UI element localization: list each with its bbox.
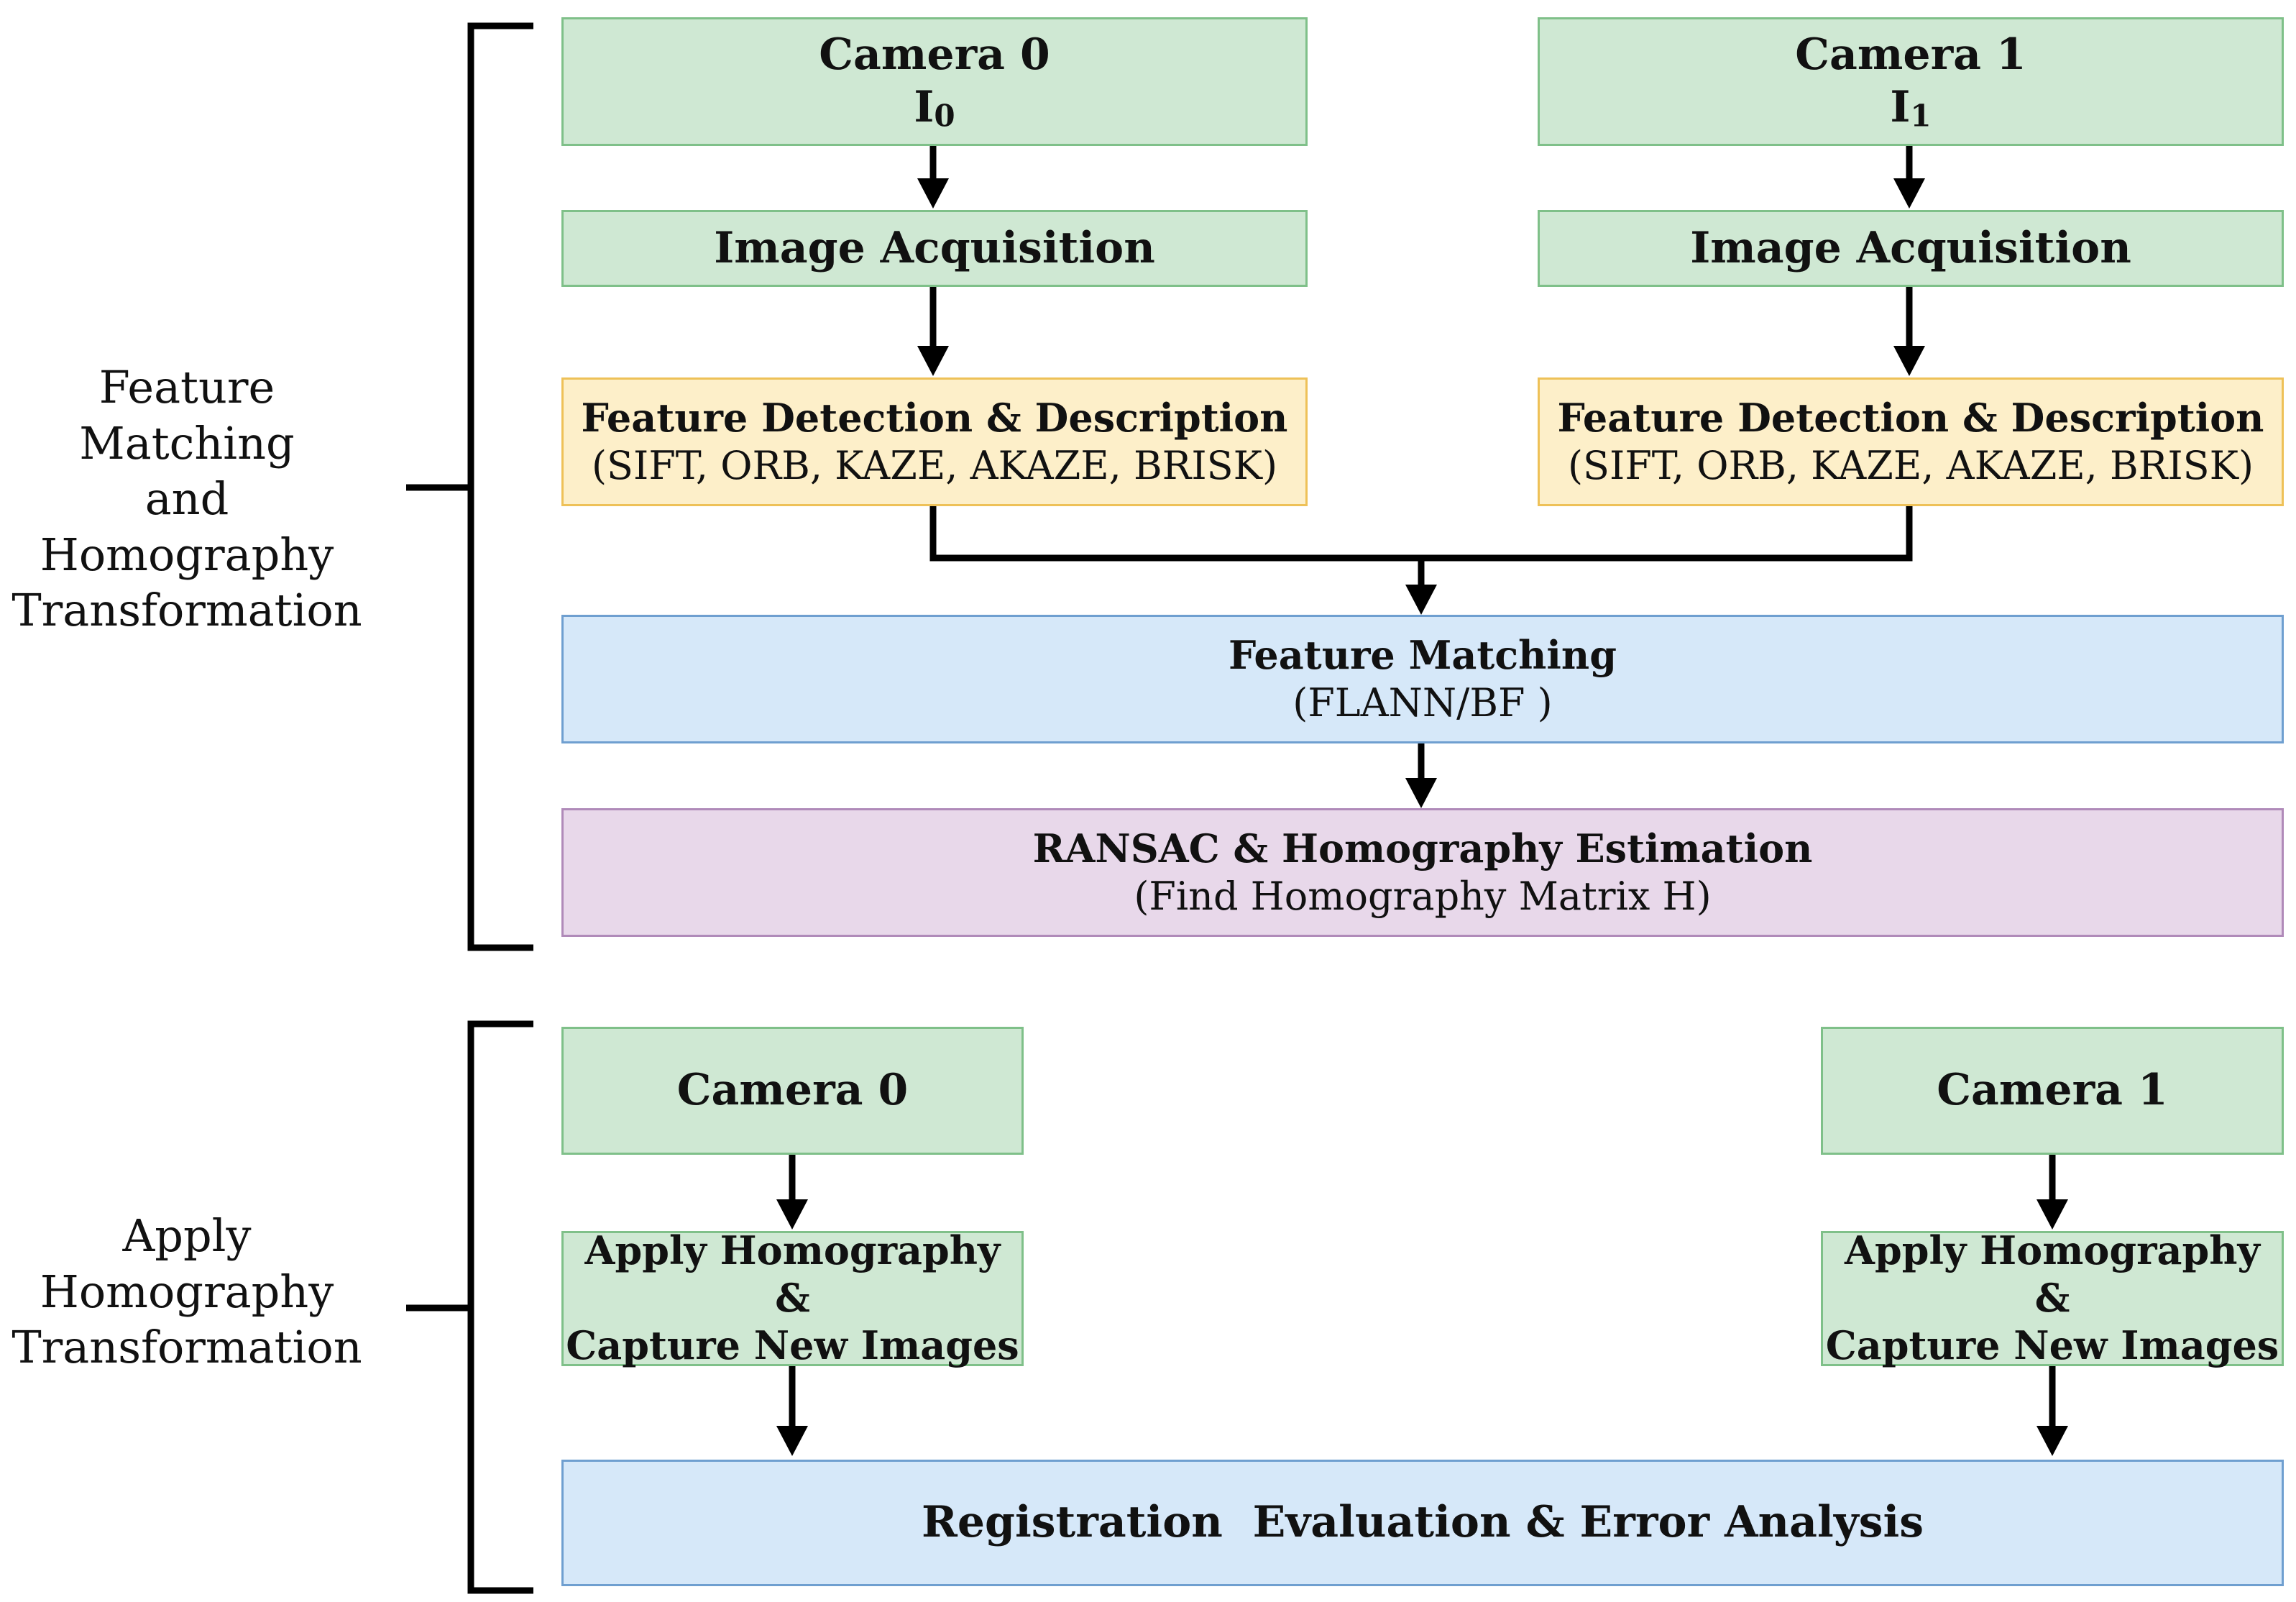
feature-detection-methods: (SIFT, ORB, KAZE, AKAZE, BRISK) — [591, 442, 1278, 488]
feature-matching-box: Feature Matching (FLANN/BF ) — [561, 615, 2284, 743]
ransac-subtitle: (Find Homography Matrix H) — [1134, 873, 1712, 919]
image-acquisition-label: Image Acquisition — [1690, 222, 2131, 273]
bottom-camera-0-box: Camera 0 — [561, 1027, 1024, 1155]
apply-homography-right: Apply Homography & Capture New Images — [1821, 1227, 2284, 1368]
merge-connector — [929, 506, 1913, 562]
feature-matching-title: Feature Matching — [1229, 631, 1617, 678]
feature-detection-left: Feature Detection & Description (SIFT, O… — [561, 377, 1308, 506]
apply-homography-line: Apply Homography & — [584, 1227, 1001, 1322]
feature-matching-methods: (FLANN/BF ) — [1292, 679, 1553, 726]
group-label-line: Homography — [40, 528, 334, 581]
apply-homography-left: Apply Homography & Capture New Images — [561, 1227, 1024, 1368]
registration-evaluation-title: Registration Evaluation & Error Analysis — [921, 1497, 1924, 1548]
image-acquisition-label: Image Acquisition — [714, 222, 1155, 273]
group-label-line: Apply — [122, 1209, 252, 1262]
arrowhead-9 — [776, 1426, 808, 1456]
ransac-box: RANSAC & Homography Estimation (Find Hom… — [561, 808, 2284, 937]
group-label-feature-matching: Feature Matching and Homography Transfor… — [0, 360, 374, 638]
arrowhead-5 — [1405, 585, 1437, 615]
group-label-line: and — [144, 472, 229, 525]
bottom-camera-0-title: Camera 0 — [676, 1065, 909, 1116]
apply-homography-line: Apply Homography & — [1845, 1227, 2260, 1322]
image-acquisition-right: Image Acquisition — [1538, 210, 2284, 287]
bracket-top — [467, 22, 533, 951]
arrowhead-8 — [2036, 1199, 2068, 1230]
camera-1-box: Camera 1 I1 — [1538, 17, 2284, 146]
bracket-bottom — [467, 1020, 533, 1594]
arrowhead-7 — [776, 1199, 808, 1230]
arrowhead-10 — [2036, 1426, 2068, 1456]
camera-0-symbol: I0 — [914, 82, 955, 134]
ransac-title: RANSAC & Homography Estimation — [1032, 825, 1813, 871]
group-label-line: Feature Matching — [79, 361, 295, 470]
group-label-apply-homography: Apply Homography Transformation — [0, 1208, 374, 1376]
group-label-line: Transformation — [12, 1321, 362, 1373]
arrowhead-6 — [1405, 778, 1437, 808]
arrowhead-2 — [917, 346, 949, 376]
apply-homography-line: Capture New Images — [1825, 1322, 2279, 1368]
feature-detection-right: Feature Detection & Description (SIFT, O… — [1538, 377, 2284, 506]
feature-detection-title: Feature Detection & Description — [1557, 394, 2264, 441]
image-acquisition-left: Image Acquisition — [561, 210, 1308, 287]
bottom-camera-1-box: Camera 1 — [1821, 1027, 2284, 1155]
apply-homography-line: Capture New Images — [566, 1322, 1019, 1368]
arrowhead-4 — [1893, 346, 1925, 376]
camera-0-title: Camera 0 — [819, 29, 1050, 81]
arrowhead-1 — [917, 178, 949, 209]
registration-evaluation-box: Registration Evaluation & Error Analysis — [561, 1460, 2284, 1586]
arrowhead-3 — [1893, 178, 1925, 209]
camera-0-box: Camera 0 I0 — [561, 17, 1308, 146]
group-label-line: Transformation — [12, 584, 362, 636]
feature-detection-methods: (SIFT, ORB, KAZE, AKAZE, BRISK) — [1567, 442, 2254, 488]
feature-detection-title: Feature Detection & Description — [581, 394, 1288, 441]
bottom-camera-1-title: Camera 1 — [1937, 1065, 2168, 1116]
camera-1-title: Camera 1 — [1795, 29, 2026, 81]
camera-1-symbol: I1 — [1890, 82, 1932, 134]
group-label-line: Homography — [40, 1265, 334, 1318]
